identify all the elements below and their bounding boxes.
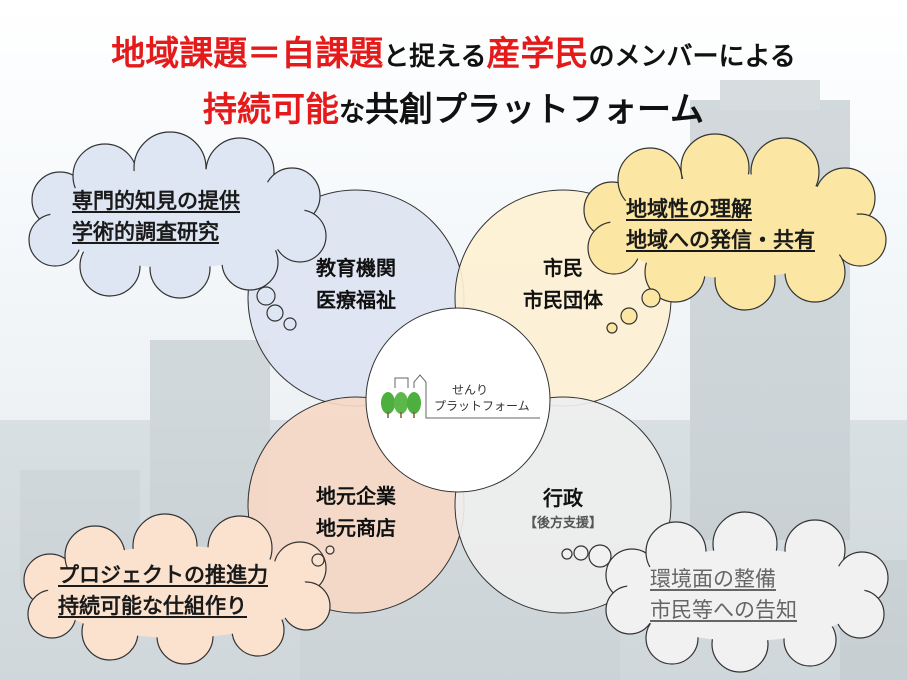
cloud-bottom-right-text: 環境面の整備 市民等への告知 bbox=[650, 564, 797, 626]
title-text-platform: 共創プラットフォーム bbox=[365, 90, 704, 130]
circle-citizens-label: 市民 市民団体 bbox=[503, 252, 623, 316]
government-label-sub: 【後方支援】 bbox=[523, 516, 602, 531]
tree-icon bbox=[381, 374, 540, 419]
cloud-bottom-right-line1: 環境面の整備 bbox=[650, 567, 776, 591]
cloud-bottom-left-line1: プロジェクトの推進力 bbox=[58, 563, 268, 587]
cloud-bottom-left-line2: 持続可能な仕組作り bbox=[58, 594, 247, 618]
citizens-label-line2: 市民団体 bbox=[523, 288, 603, 312]
cloud-top-right-text: 地域性の理解 地域への発信・共有 bbox=[626, 194, 815, 256]
title-text-na: な bbox=[339, 98, 366, 128]
education-label-line2: 医療福祉 bbox=[316, 288, 396, 312]
title-text-members: のメンバーによる bbox=[588, 42, 796, 72]
logo-line2: プラットフォーム bbox=[434, 399, 530, 413]
cloud-bottom-right bbox=[561, 511, 889, 673]
education-label-line1: 教育機関 bbox=[316, 256, 396, 280]
title-highlight-sectors: 産学民 bbox=[486, 34, 589, 74]
circle-education-label: 教育機関 医療福祉 bbox=[296, 252, 416, 316]
business-label-line1: 地元企業 bbox=[316, 484, 396, 508]
title-text-capture: と捉える bbox=[383, 42, 487, 72]
cloud-top-right-line2: 地域への発信・共有 bbox=[626, 228, 815, 252]
circle-government-label: 行政 【後方支援】 bbox=[503, 482, 623, 534]
cloud-top-left-text: 専門的知見の提供 学術的調査研究 bbox=[72, 186, 240, 248]
cloud-bottom-right-line2: 市民等への告知 bbox=[650, 598, 797, 622]
business-label-line2: 地元商店 bbox=[316, 516, 396, 540]
logo-line1: せんり bbox=[452, 383, 489, 397]
circle-business-label: 地元企業 地元商店 bbox=[296, 480, 416, 544]
cloud-top-left bbox=[28, 131, 327, 331]
title-line-2: 持続可能な共創プラットフォーム bbox=[0, 82, 907, 131]
cloud-top-left-line2: 学術的調査研究 bbox=[72, 220, 219, 244]
platform-logo-text: せんり プラットフォーム bbox=[434, 382, 544, 414]
center-circle bbox=[365, 307, 551, 493]
cloud-bottom-left-text: プロジェクトの推進力 持続可能な仕組作り bbox=[58, 560, 268, 622]
cloud-top-right bbox=[583, 133, 887, 334]
cloud-bottom-left bbox=[23, 513, 335, 665]
citizens-label-line1: 市民 bbox=[543, 256, 583, 280]
title-highlight-issue: 地域課題＝自課題 bbox=[111, 34, 384, 74]
government-label-line1: 行政 bbox=[543, 486, 583, 510]
cloud-top-right-line1: 地域性の理解 bbox=[626, 197, 752, 221]
cloud-top-left-line1: 専門的知見の提供 bbox=[72, 189, 240, 213]
title-line-1: 地域課題＝自課題と捉える産学民のメンバーによる bbox=[0, 26, 907, 75]
title-highlight-sustainable: 持続可能 bbox=[203, 90, 339, 130]
